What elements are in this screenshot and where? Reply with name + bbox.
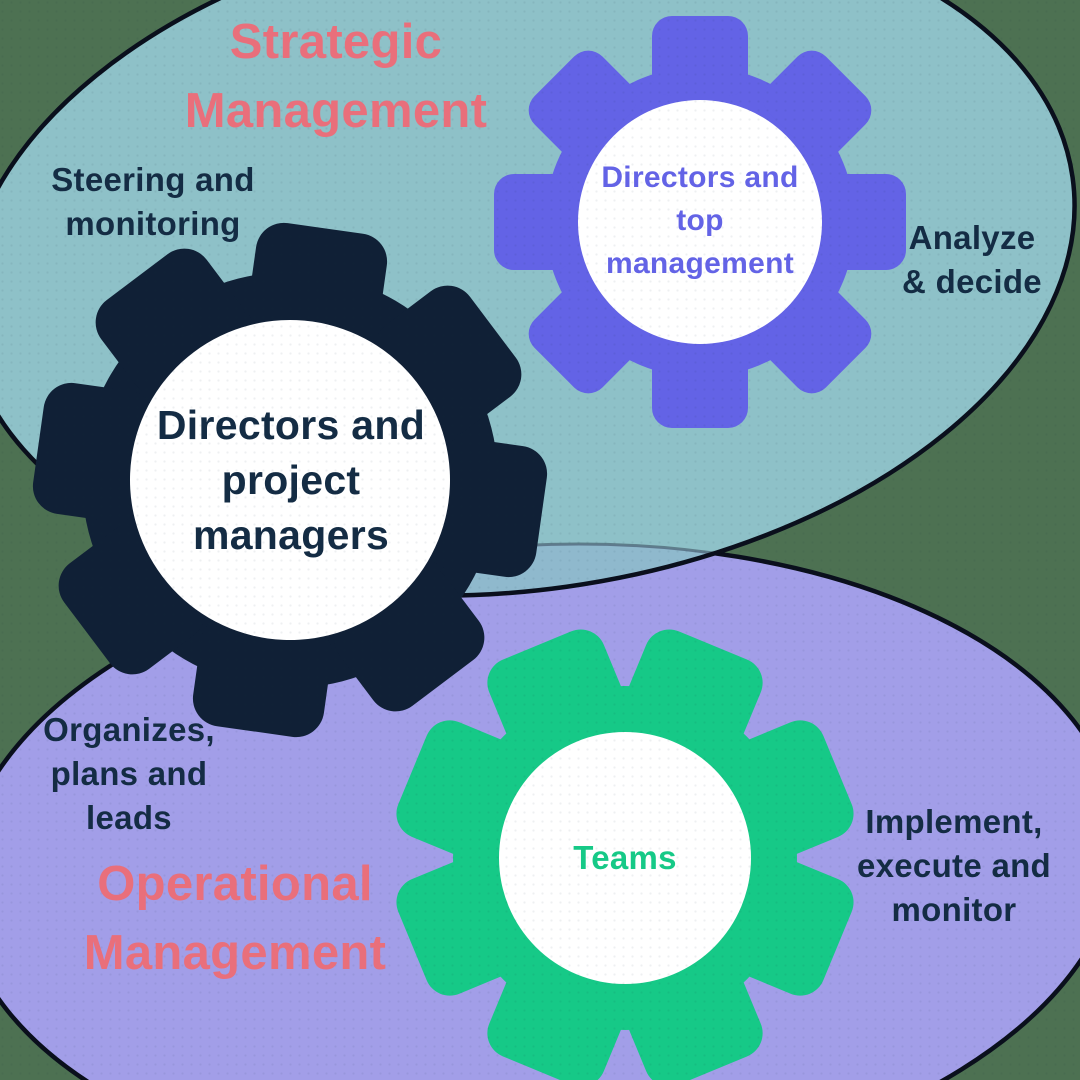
diagram-svg [0,0,1080,1080]
dot-texture-overlay [0,0,1080,1080]
infographic-canvas: Strategic Management Steering and monito… [0,0,1080,1080]
